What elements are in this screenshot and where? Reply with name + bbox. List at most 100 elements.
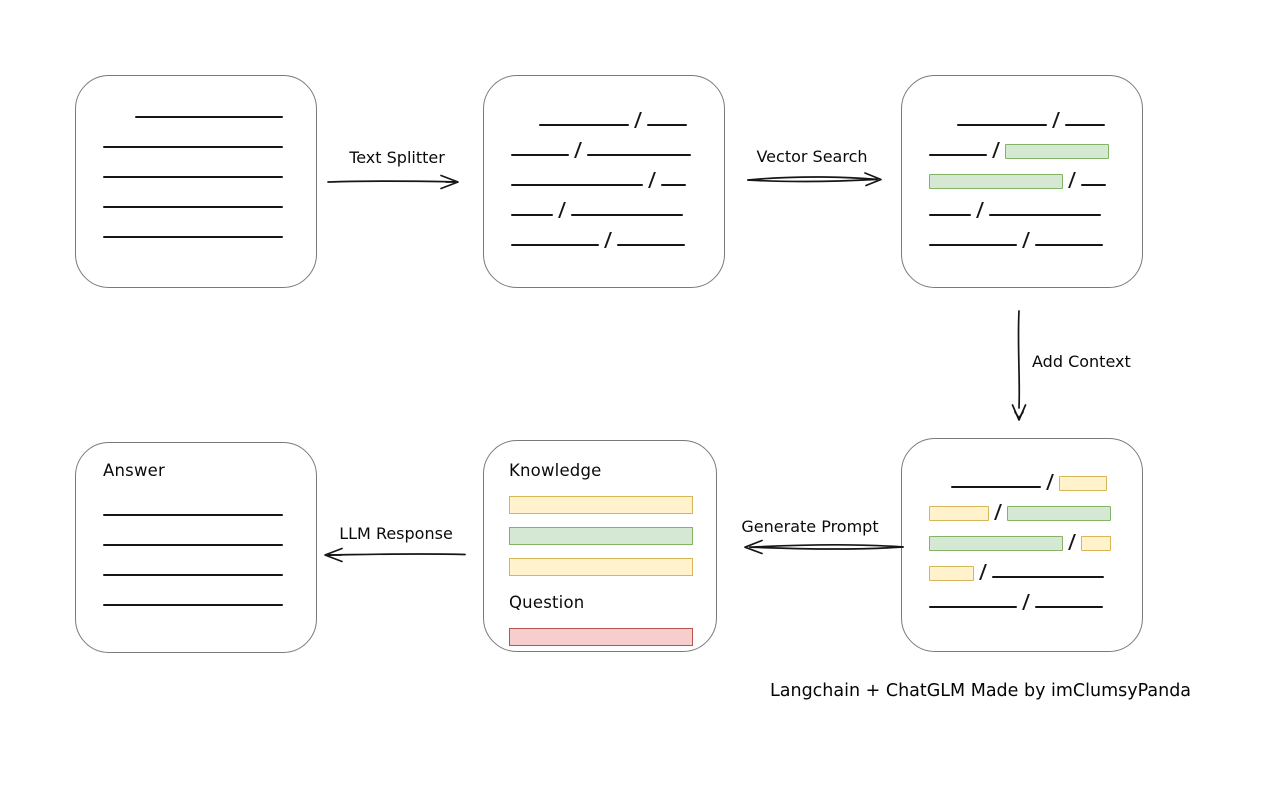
text-splitter-label: Text Splitter — [349, 148, 445, 167]
text-line-row — [103, 519, 289, 549]
vector-search-label: Vector Search — [756, 147, 868, 166]
text-line — [511, 184, 643, 186]
text-line — [135, 116, 283, 118]
yellow-highlight-segment — [929, 566, 974, 581]
green-highlight-segment — [929, 174, 1063, 189]
split-chunks-box — [483, 75, 725, 288]
text-line — [103, 604, 283, 606]
slash-separator — [994, 504, 1002, 520]
slash-separator — [558, 202, 566, 218]
text-line — [957, 124, 1047, 126]
text-line — [587, 154, 691, 156]
text-line — [539, 124, 629, 126]
green-highlight-segment — [929, 536, 1063, 551]
text-line — [929, 214, 971, 216]
llm-response-arrow-icon — [324, 547, 466, 563]
yellow-highlight-segment — [1059, 476, 1107, 491]
context-box-content — [902, 439, 1142, 611]
slash-separator — [604, 232, 612, 248]
text-line-row — [511, 99, 697, 129]
text-line — [929, 244, 1017, 246]
slash-separator — [979, 564, 987, 580]
answer-box-content: Answer — [76, 443, 316, 609]
yellow-highlight-segment — [1081, 536, 1111, 551]
text-line-row — [103, 579, 289, 609]
text-line — [661, 184, 686, 186]
yellow-highlight-segment — [929, 506, 989, 521]
generate-prompt-label: Generate Prompt — [741, 517, 879, 536]
text-line-row — [929, 581, 1115, 611]
text-line — [103, 206, 283, 208]
text-line-row — [103, 121, 289, 151]
split-chunks-content — [484, 76, 724, 249]
text-line — [617, 244, 685, 246]
add-context-label: Add Context — [1032, 352, 1131, 371]
text-line — [989, 214, 1101, 216]
text-line-row — [929, 99, 1115, 129]
text-line — [103, 544, 283, 546]
text-line-row — [929, 189, 1115, 219]
slash-separator — [574, 142, 582, 158]
panel-heading: Knowledge — [509, 461, 602, 480]
text-line-row — [103, 181, 289, 211]
text-line-row — [511, 159, 697, 189]
add-context-arrow-icon — [1011, 310, 1027, 421]
vector-search-results-box — [901, 75, 1143, 288]
green-highlight-segment — [1007, 506, 1111, 521]
text-line — [103, 146, 283, 148]
document-box — [75, 75, 317, 288]
slash-separator — [1052, 112, 1060, 128]
text-line — [951, 486, 1041, 488]
text-line — [1035, 244, 1103, 246]
diagram-caption: Langchain + ChatGLM Made by imClumsyPand… — [770, 681, 1192, 701]
text-line — [929, 154, 987, 156]
green-highlight-bar — [509, 527, 693, 545]
text-line-row — [511, 129, 697, 159]
yellow-highlight-bar — [509, 496, 693, 514]
text-line-row — [511, 189, 697, 219]
text-line — [511, 214, 553, 216]
context-box — [901, 438, 1143, 652]
text-line — [103, 514, 283, 516]
red-highlight-bar — [509, 628, 693, 646]
text-line — [571, 214, 683, 216]
text-line-row — [929, 551, 1115, 581]
slash-separator — [1022, 594, 1030, 610]
text-line — [1081, 184, 1106, 186]
text-line-row — [929, 521, 1115, 551]
text-line-row — [929, 159, 1115, 189]
text-line — [103, 574, 283, 576]
slash-separator — [992, 142, 1000, 158]
text-line-row — [929, 129, 1115, 159]
yellow-highlight-bar — [509, 558, 693, 576]
slash-separator — [1046, 474, 1054, 490]
text-line-row — [929, 219, 1115, 249]
generate-prompt-arrow-icon — [744, 539, 904, 555]
text-line-row — [103, 151, 289, 181]
text-line-row — [103, 489, 289, 519]
text-line — [511, 244, 599, 246]
text-line-row — [929, 461, 1115, 491]
slash-separator — [1068, 172, 1076, 188]
text-line-row — [511, 219, 697, 249]
text-line-row — [929, 491, 1115, 521]
text-line — [511, 154, 569, 156]
panel-heading: Question — [509, 593, 585, 612]
document-box-content — [76, 76, 316, 241]
text-splitter-arrow-icon — [327, 174, 459, 190]
text-line — [929, 606, 1017, 608]
text-line — [103, 176, 283, 178]
vector-search-results-content — [902, 76, 1142, 249]
text-line-row — [103, 549, 289, 579]
slash-separator — [648, 172, 656, 188]
text-line — [103, 236, 283, 238]
slash-separator — [976, 202, 984, 218]
text-line — [647, 124, 687, 126]
slash-separator — [1022, 232, 1030, 248]
panel-heading: Answer — [103, 461, 165, 480]
answer-box: Answer — [75, 442, 317, 653]
text-line-row — [103, 91, 289, 121]
